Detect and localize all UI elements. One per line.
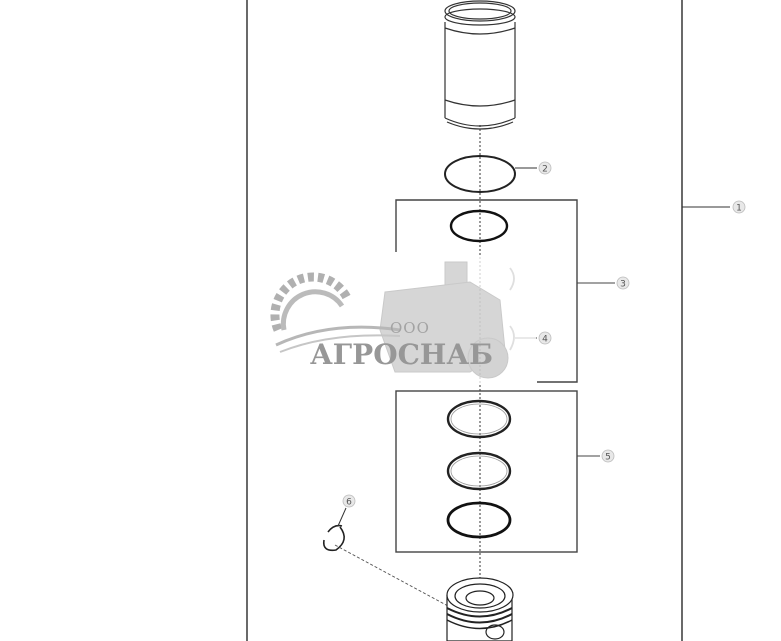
callout-2[interactable]: 2 bbox=[538, 161, 552, 175]
watermark-prefix: ООО bbox=[390, 319, 430, 337]
outer-frame bbox=[246, 0, 730, 641]
callout-3[interactable]: 3 bbox=[616, 276, 630, 290]
callout-1[interactable]: 1 bbox=[732, 200, 746, 214]
cylinder-liner bbox=[444, 0, 516, 130]
callout-4[interactable]: 4 bbox=[538, 331, 552, 345]
svg-text:4: 4 bbox=[542, 335, 548, 345]
harvester-silhouette-icon bbox=[379, 261, 509, 379]
svg-text:5: 5 bbox=[605, 453, 611, 463]
watermark-logo: ООО АГРОСНАБ bbox=[250, 256, 536, 384]
seal-ring-upper bbox=[444, 155, 537, 193]
callout-5[interactable]: 5 bbox=[601, 449, 615, 463]
bracket-kit-5 bbox=[395, 390, 600, 553]
svg-text:1: 1 bbox=[736, 204, 742, 214]
svg-text:2: 2 bbox=[542, 165, 548, 175]
callout-6[interactable]: 6 bbox=[342, 494, 356, 508]
gear-icon bbox=[270, 272, 353, 332]
svg-text:3: 3 bbox=[620, 280, 626, 290]
watermark-name: АГРОСНАБ bbox=[310, 338, 493, 371]
piston bbox=[446, 577, 514, 641]
svg-text:6: 6 bbox=[346, 498, 352, 508]
snap-ring bbox=[322, 507, 449, 607]
